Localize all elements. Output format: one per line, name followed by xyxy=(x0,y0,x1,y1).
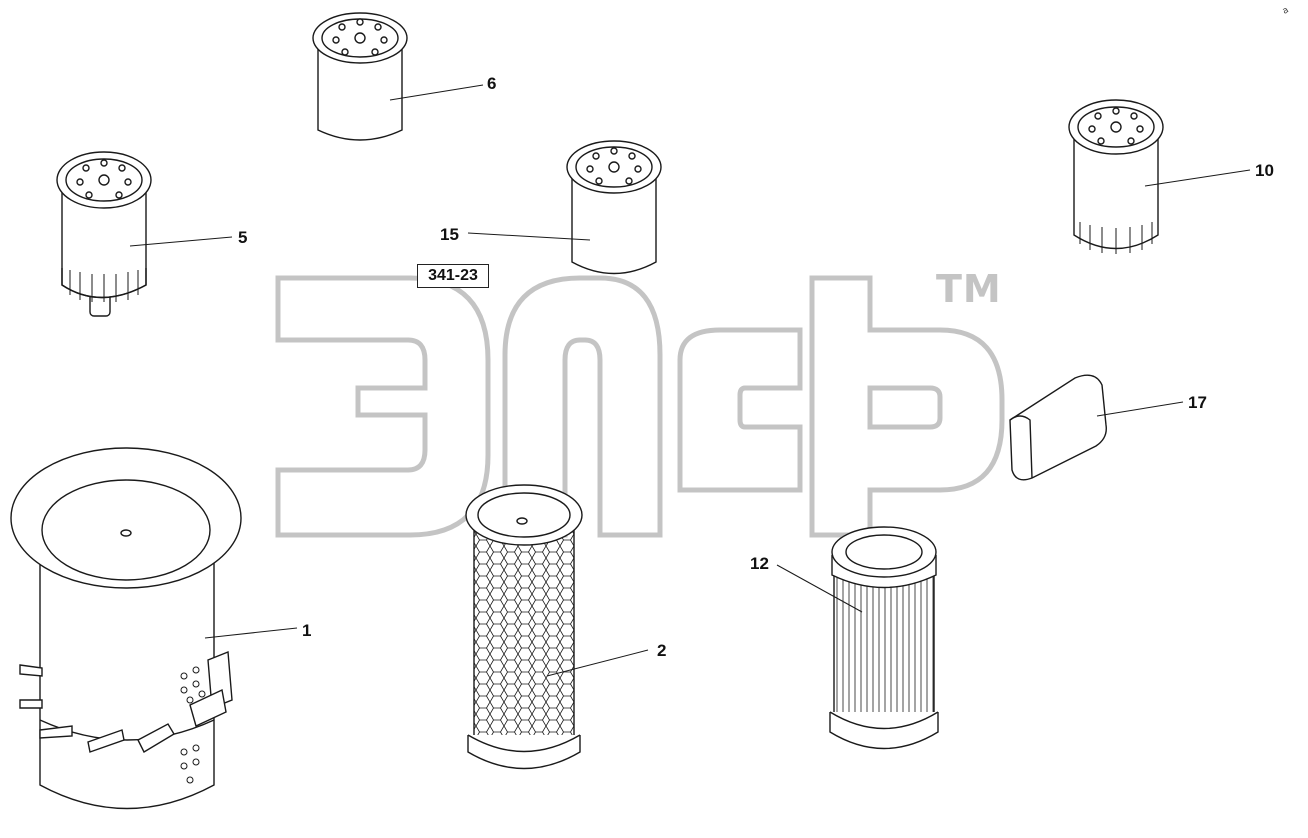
callout-17[interactable]: 17 xyxy=(1188,393,1207,412)
filter-10-drawing xyxy=(1068,99,1164,254)
filter-1-drawing xyxy=(10,447,242,810)
callout-2[interactable]: 2 xyxy=(657,641,667,660)
callout-12[interactable]: 12 xyxy=(750,554,769,573)
callout-6[interactable]: 6 xyxy=(487,74,497,93)
callout-15[interactable]: 15 xyxy=(440,225,459,244)
leader-lines xyxy=(129,84,1251,677)
filter-12-drawing xyxy=(829,526,939,750)
filter-6-drawing xyxy=(312,12,408,141)
filter-5-drawing xyxy=(56,151,152,317)
callout-5[interactable]: 5 xyxy=(238,228,248,247)
callout-1[interactable]: 1 xyxy=(302,621,312,640)
filter-15-drawing xyxy=(566,140,662,275)
watermark-logo xyxy=(275,275,1005,538)
callout-10[interactable]: 10 xyxy=(1255,161,1274,180)
filter-17-drawing xyxy=(1009,374,1107,481)
trademark-symbol: TM xyxy=(936,267,1002,311)
sheet-code-label: 341-23 xyxy=(417,264,489,288)
filter-2-drawing xyxy=(465,484,583,770)
